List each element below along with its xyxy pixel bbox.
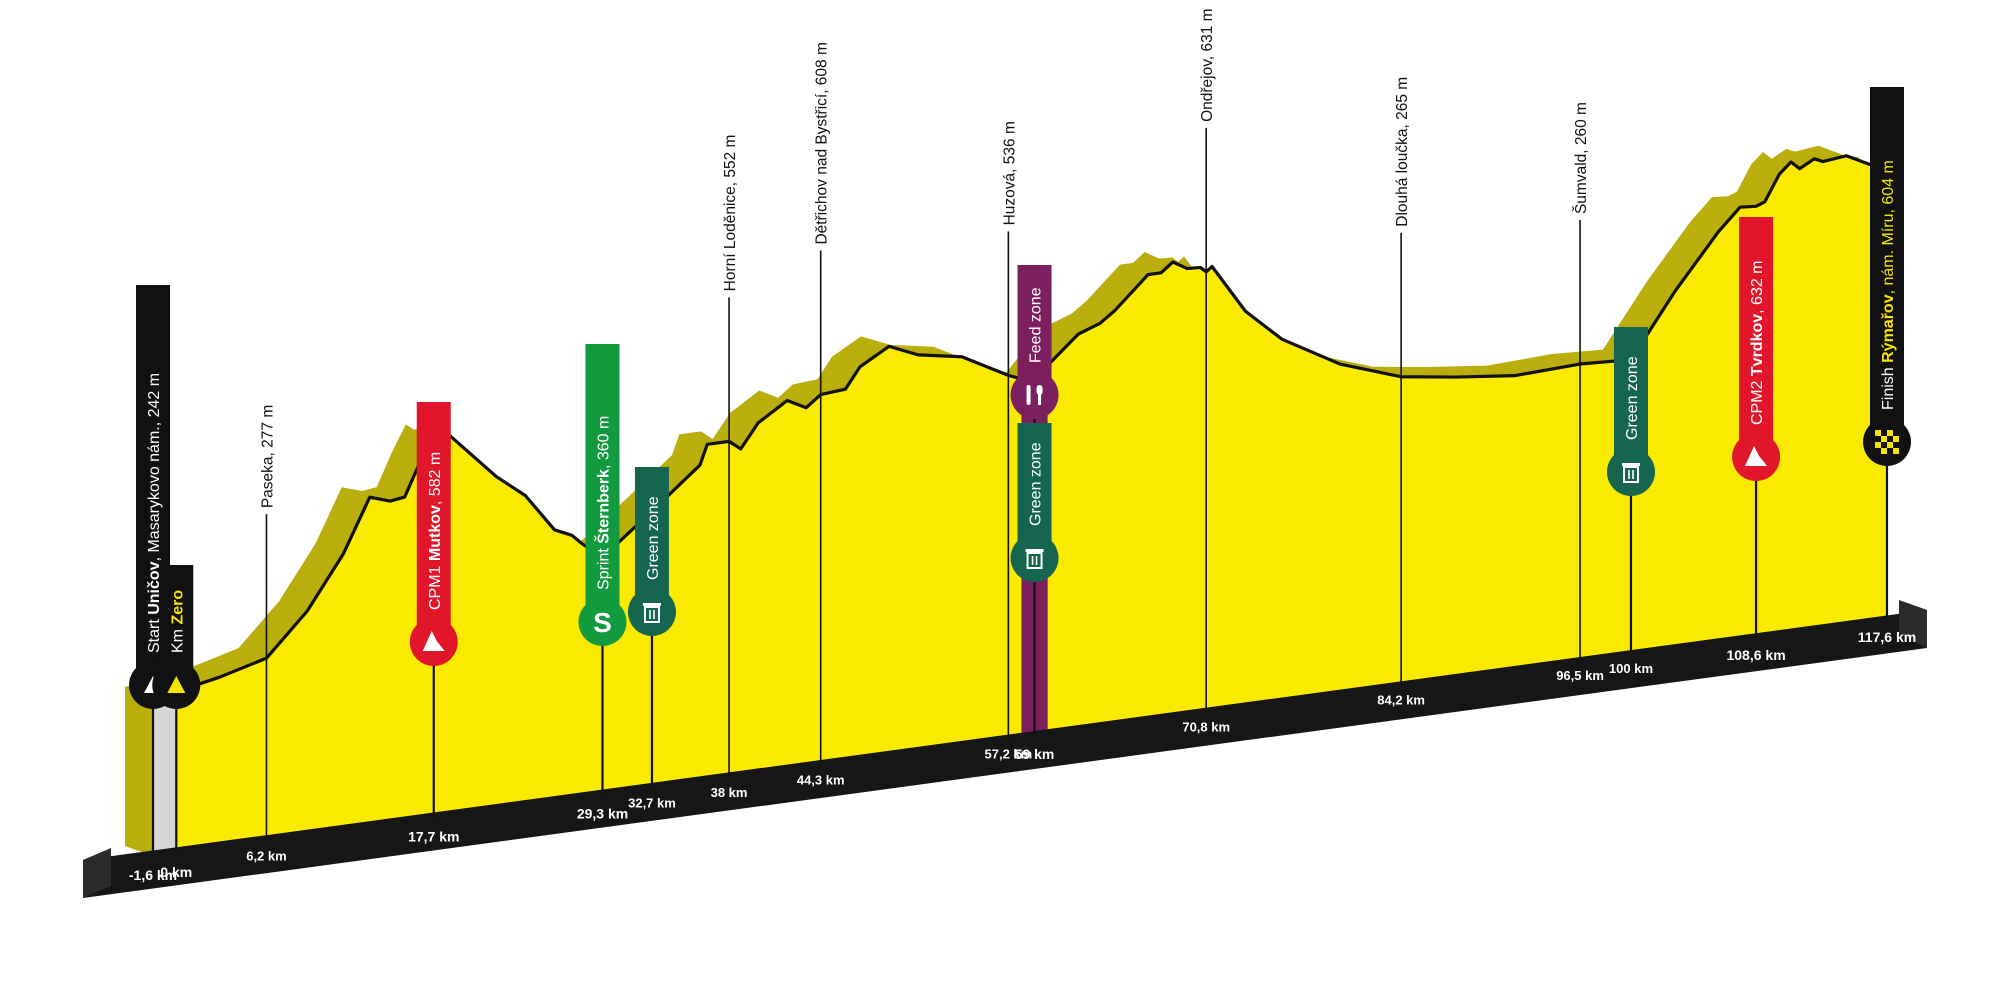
flag-banner — [416, 402, 451, 642]
flag-label-name: Rýmařov — [1880, 294, 1897, 363]
km-label: 108,6 km — [1726, 647, 1785, 663]
flag-label-suffix: , Masarykovo nám., 242 m — [146, 373, 163, 562]
waypoint-label: Horní Loděnice, 552 m — [722, 135, 739, 292]
sprint-icon: S — [593, 607, 612, 638]
kmzero-triangle-icon — [167, 676, 186, 693]
flag-label-name: Mutkov — [427, 505, 444, 561]
base-right-cap — [1899, 600, 1927, 648]
trash-bin-icon — [642, 603, 661, 623]
flag-finish: Finish Rýmařov, nám. Míru, 604 m — [1863, 87, 1911, 466]
km-label: 117,6 km — [1858, 629, 1916, 645]
flag-label-prefix: Finish — [1880, 363, 1897, 410]
flag-label-name: Zero — [169, 590, 186, 625]
km-label: 57,2 km — [985, 747, 1033, 762]
flag-banner — [634, 467, 669, 612]
flag-label-name: Šternberk — [594, 469, 613, 544]
trash-bin-icon — [1025, 549, 1044, 569]
km-label: 96,5 km — [1556, 668, 1604, 683]
flag-label: Green zone — [645, 496, 662, 580]
flag-label: Feed zone — [1028, 287, 1045, 363]
flag-badge — [627, 588, 676, 636]
flag-banner — [1739, 217, 1774, 457]
flag-label-name: Tvrdkov — [1749, 314, 1766, 376]
flag-label-suffix: , 360 m — [596, 416, 613, 469]
flag-label-suffix: , 632 m — [1749, 260, 1766, 313]
neutral-section — [153, 691, 177, 856]
flag-badge — [1606, 448, 1655, 496]
flag-banner — [1613, 327, 1648, 472]
flag-label-prefix: Km — [169, 625, 186, 653]
km-label: -1,6 km — [129, 867, 177, 883]
base-front — [83, 610, 1927, 898]
flag-label-prefix: CPM1 — [427, 561, 444, 610]
flag-label: Km Zero — [169, 590, 186, 653]
flag-green: Green zone — [1010, 423, 1059, 582]
km-label: 59 km — [1015, 746, 1055, 762]
km-label: 0 km — [160, 864, 192, 880]
flag-feed: Feed zone — [1010, 265, 1059, 419]
flag-banner — [1870, 87, 1904, 442]
flag-green: Green zone — [627, 467, 676, 636]
km-label: 100 km — [1609, 661, 1653, 676]
base-left-cap — [83, 848, 111, 898]
km-label: 29,3 km — [577, 805, 628, 821]
flag-banner — [585, 344, 620, 622]
trash-bin-icon — [1621, 463, 1640, 483]
km-label: 44,3 km — [797, 772, 845, 787]
flag-badge — [578, 598, 627, 646]
flag-badge — [1010, 534, 1059, 582]
mountain-icon — [1745, 446, 1768, 466]
flag-sprint: Sprint Šternberk, 360 m S — [578, 344, 627, 646]
flag-kmzero: Km Zero — [152, 565, 201, 709]
flag-label: CPM2 Tvrdkov, 632 m — [1749, 260, 1766, 425]
waypoint-label: Ondřejov, 631 m — [1199, 8, 1216, 121]
flag-kom: CPM2 Tvrdkov, 632 m — [1732, 217, 1781, 481]
flag-badge — [1010, 371, 1059, 419]
marker-flags: Start Uničov, Masarykovo nám., 242 m Km Z… — [129, 87, 1911, 709]
flag-label-suffix: , 582 m — [427, 452, 444, 505]
food-icon — [1026, 385, 1043, 405]
flag-label-suffix: , nám. Míru, 604 m — [1880, 160, 1897, 294]
flag-green: Green zone — [1606, 327, 1655, 496]
flag-label: Sprint Šternberk, 360 m — [594, 416, 613, 590]
waypoint-label: Dlouhá loučka, 265 m — [1394, 77, 1411, 227]
waypoint-label: Paseka, 277 m — [259, 405, 276, 508]
flag-label: Green zone — [1028, 442, 1045, 526]
flag-label-prefix: Green zone — [1624, 356, 1641, 440]
flag-label: Green zone — [1624, 356, 1641, 440]
flag-label-prefix: Sprint — [596, 544, 613, 590]
km-label: 84,2 km — [1377, 693, 1425, 708]
flag-label-prefix: CPM2 — [1749, 376, 1766, 425]
waypoint-label: Dětřichov nad Bystřicí, 608 m — [814, 42, 831, 244]
flag-label: Start Uničov, Masarykovo nám., 242 m — [146, 373, 163, 653]
waypoint-label: Šumvald, 260 m — [1573, 102, 1590, 214]
km-label: 70,8 km — [1182, 719, 1230, 734]
flag-label-prefix: Green zone — [645, 496, 662, 580]
km-label: 38 km — [711, 785, 748, 800]
km-label: 17,7 km — [408, 828, 459, 844]
flag-kom: CPM1 Mutkov, 582 m — [409, 402, 458, 666]
km-label: 6,2 km — [246, 848, 286, 863]
km-label: 32,7 km — [628, 796, 676, 811]
mountain-icon — [422, 631, 445, 651]
flag-label-prefix: Green zone — [1028, 442, 1045, 526]
flag-label-prefix: Feed zone — [1028, 287, 1045, 363]
checkered-flag-icon — [1875, 430, 1899, 454]
flag-label: Finish Rýmařov, nám. Míru, 604 m — [1880, 160, 1897, 410]
flag-label-name: Uničov — [146, 561, 163, 614]
flag-label-prefix: Start — [146, 615, 163, 653]
flag-label: CPM1 Mutkov, 582 m — [427, 452, 444, 610]
marker-poles: Paseka, 277 m Horní Loděnice, 552 m Dětřic… — [151, 8, 1889, 856]
waypoint-label: Huzová, 536 m — [1001, 121, 1018, 225]
